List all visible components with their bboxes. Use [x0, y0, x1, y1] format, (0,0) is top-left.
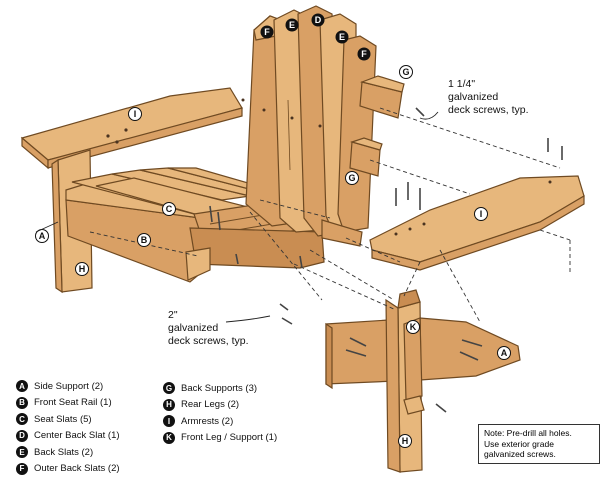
part-label-F1: F — [261, 26, 274, 39]
legend-text: Center Back Slat (1) — [34, 430, 120, 441]
svg-text:A: A — [501, 348, 508, 358]
legend-key-icon: G — [163, 382, 175, 394]
svg-text:H: H — [402, 436, 409, 446]
legend-item: D Center Back Slat (1) — [16, 428, 120, 445]
part-label-E2: E — [336, 31, 349, 44]
part-label-D: D — [312, 14, 325, 27]
legend-item: G Back Supports (3) — [163, 380, 277, 397]
svg-text:G: G — [402, 67, 409, 77]
svg-text:G: G — [348, 173, 355, 183]
legend-key-icon: C — [16, 413, 28, 425]
svg-text:H: H — [79, 264, 86, 274]
legend-text: Seat Slats (5) — [34, 414, 92, 425]
screw-callout-back-size: 1 1/4" — [448, 78, 529, 91]
svg-text:C: C — [166, 204, 173, 214]
left-rear-leg — [186, 248, 210, 280]
legend-key-icon: H — [163, 399, 175, 411]
legend-text: Rear Legs (2) — [181, 399, 239, 410]
legend-text: Front Seat Rail (1) — [34, 397, 112, 408]
note-box: Note: Pre-drill all holes. Use exterior … — [478, 424, 600, 464]
legend-item: E Back Slats (2) — [16, 444, 120, 461]
legend-item: K Front Leg / Support (1) — [163, 430, 277, 447]
legend-text: Side Support (2) — [34, 381, 103, 392]
back-slats — [246, 6, 376, 236]
screw-callout-front-size: 2" — [168, 309, 249, 322]
screw-callout-front-type: deck screws, typ. — [168, 335, 249, 348]
legend-key-icon: A — [16, 380, 28, 392]
part-label-I1: I — [129, 108, 142, 121]
legend-key-icon: K — [163, 432, 175, 444]
legend-text: Front Leg / Support (1) — [181, 432, 277, 443]
part-label-E1: E — [286, 19, 299, 32]
screw-callout-back-type: deck screws, typ. — [448, 104, 529, 117]
legend-item: C Seat Slats (5) — [16, 411, 120, 428]
parts-legend-left: A Side Support (2) B Front Seat Rail (1) C… — [16, 378, 120, 477]
legend-key-icon: D — [16, 430, 28, 442]
part-label-G2: G — [346, 172, 359, 185]
legend-item: I Armrests (2) — [163, 413, 277, 430]
parts-legend-right: G Back Supports (3) H Rear Legs (2) I Armre… — [163, 380, 277, 446]
svg-text:K: K — [410, 322, 417, 332]
legend-text: Outer Back Slats (2) — [34, 463, 120, 474]
note-line: Use exterior grade — [484, 439, 594, 450]
right-side-support — [326, 318, 520, 384]
legend-key-icon: F — [16, 463, 28, 475]
part-label-K: K — [407, 321, 420, 334]
svg-text:B: B — [141, 235, 148, 245]
note-line: galvanized screws. — [484, 449, 594, 460]
legend-item: H Rear Legs (2) — [163, 397, 277, 414]
legend-item: B Front Seat Rail (1) — [16, 395, 120, 412]
legend-key-icon: B — [16, 397, 28, 409]
part-label-B: B — [138, 234, 151, 247]
svg-text:D: D — [315, 15, 322, 25]
part-label-G1: G — [400, 66, 413, 79]
part-label-A2: A — [498, 347, 511, 360]
legend-key-icon: E — [16, 446, 28, 458]
svg-text:F: F — [361, 49, 367, 59]
part-label-H2: H — [399, 435, 412, 448]
svg-text:E: E — [289, 20, 295, 30]
part-label-I2: I — [475, 208, 488, 221]
legend-text: Back Slats (2) — [34, 447, 93, 458]
legend-text: Back Supports (3) — [181, 383, 257, 394]
svg-text:F: F — [264, 27, 270, 37]
screw-callout-front-material: galvanized — [168, 322, 249, 335]
part-label-C: C — [163, 203, 176, 216]
note-line: Note: Pre-drill all holes. — [484, 428, 594, 439]
svg-text:A: A — [39, 231, 46, 241]
legend-item: A Side Support (2) — [16, 378, 120, 395]
svg-text:I: I — [134, 109, 137, 119]
svg-text:E: E — [339, 32, 345, 42]
legend-text: Armrests (2) — [181, 416, 233, 427]
part-label-F2: F — [358, 48, 371, 61]
svg-text:I: I — [480, 209, 483, 219]
screw-callout-back-material: galvanized — [448, 91, 529, 104]
legend-key-icon: I — [163, 415, 175, 427]
screw-callout-front: 2" galvanized deck screws, typ. — [168, 309, 249, 348]
part-label-H1: H — [76, 263, 89, 276]
screw-callout-back: 1 1/4" galvanized deck screws, typ. — [448, 78, 529, 117]
